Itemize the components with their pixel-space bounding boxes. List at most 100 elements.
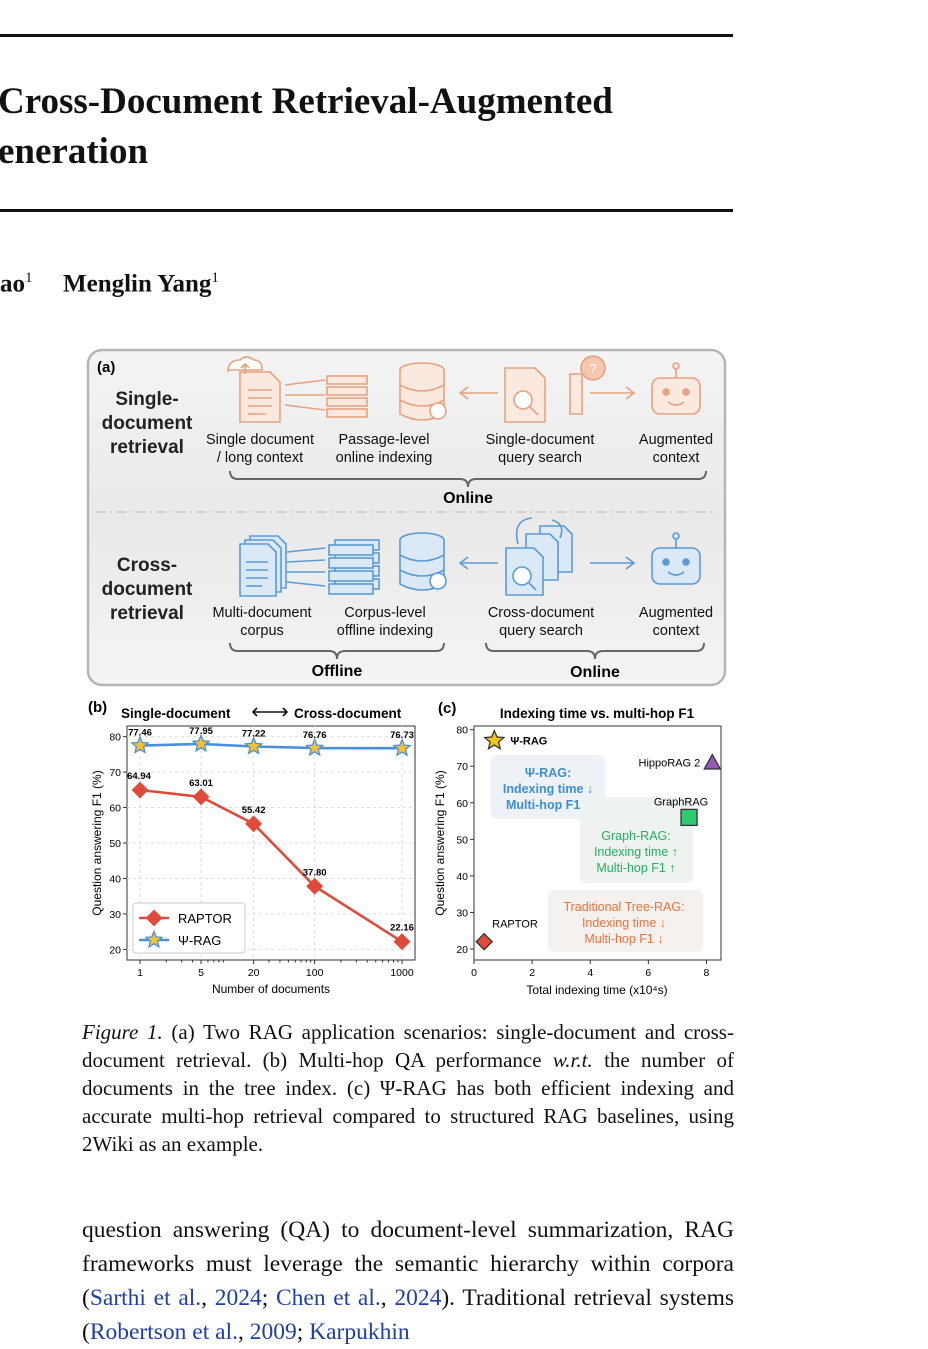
figure-1: (a) Single- document retrieval Cross- do… <box>86 348 727 997</box>
y-tick-label: 40 <box>109 873 121 885</box>
cross-heading-line: Cross- <box>117 555 177 576</box>
data-point <box>305 737 325 757</box>
author-name: Menglin Yang <box>63 270 212 298</box>
citation-link[interactable]: Chen et al. <box>275 1285 381 1311</box>
y-tick-label: 80 <box>456 725 468 737</box>
data-point <box>243 736 264 755</box>
data-point <box>306 877 324 895</box>
y-tick-label: 50 <box>109 838 121 850</box>
double-arrow-icon <box>251 707 289 717</box>
chart-b-xlabel: Number of documents <box>212 982 330 996</box>
chart-c-title: Indexing time vs. multi-hop F1 <box>500 706 695 721</box>
y-tick-label: 20 <box>456 944 468 956</box>
data-label: 64.94 <box>127 771 151 782</box>
data-label: 77.95 <box>189 726 213 737</box>
point-label: Ψ-RAG <box>510 736 547 748</box>
caption-label: Figure 1. <box>82 1020 163 1044</box>
single-step-label: Single-document <box>486 432 595 448</box>
y-tick-label: 70 <box>456 761 468 773</box>
data-point <box>483 728 506 751</box>
search-document-icon <box>504 355 606 423</box>
single-brace-label: Online <box>443 490 493 507</box>
data-point <box>245 815 263 833</box>
arrow-bundle-icon <box>286 547 326 587</box>
x-tick-label: 20 <box>248 967 260 979</box>
author-affiliation: 1 <box>211 270 219 286</box>
cross-heading-line: document <box>102 579 193 600</box>
paper-title-line-2: eneration <box>0 131 149 172</box>
cross-brace-label-right: Online <box>570 664 620 681</box>
citation-separator: , <box>237 1319 250 1345</box>
single-step-label: query search <box>498 450 582 466</box>
citation-link[interactable]: 2009 <box>249 1319 297 1345</box>
panel-b-label: (b) <box>88 699 107 716</box>
database-icon <box>399 362 447 421</box>
database-icon <box>399 532 447 591</box>
cross-step-label: Corpus-level <box>344 605 425 621</box>
cross-step-label: context <box>653 623 700 639</box>
point-label: HippoRAG 2 <box>639 758 701 770</box>
data-point <box>131 781 149 799</box>
cross-step-label: Augmented <box>639 605 713 621</box>
title-bottom-rule <box>0 209 733 212</box>
citation-separator: , <box>380 1285 395 1311</box>
data-label: 55.42 <box>242 805 266 816</box>
cross-step-label: corpus <box>240 623 284 639</box>
y-tick-label: 50 <box>456 834 468 846</box>
annotation-text: Indexing time ↑ <box>594 845 678 859</box>
y-tick-label: 20 <box>109 944 121 956</box>
citation-link[interactable]: Robertson et al. <box>89 1319 238 1345</box>
citation-link[interactable]: Karpukhin <box>309 1319 410 1345</box>
citation-separator: ; <box>261 1285 276 1311</box>
single-step-label: Augmented <box>639 432 713 448</box>
data-point <box>192 788 210 806</box>
y-tick-label: 70 <box>109 767 121 779</box>
passages-icon <box>326 375 368 418</box>
single-step-label: online indexing <box>336 450 433 466</box>
caption-wrt: w.r.t. <box>552 1048 593 1072</box>
cross-brace-label-left: Offline <box>312 663 363 680</box>
documents-stack-icon <box>239 535 287 597</box>
x-tick-label: 100 <box>306 967 324 979</box>
arrow-left-icon <box>458 386 498 400</box>
x-tick-label: 5 <box>198 967 204 979</box>
data-label: 76.76 <box>303 730 327 741</box>
annotation-text: Multi-hop F1 ↑ <box>596 861 675 875</box>
chart-b: (b) Single-document Cross-document 77.46… <box>88 699 416 996</box>
annotation-text: Multi-hop F1 ↑ <box>506 798 590 812</box>
legend-label: RAPTOR <box>178 911 232 926</box>
online-brace <box>485 642 705 660</box>
annotation-text: Multi-hop F1 ↓ <box>584 932 663 946</box>
y-tick-label: 40 <box>456 871 468 883</box>
single-heading-line: retrieval <box>110 437 184 458</box>
single-step-label: Single document <box>206 432 314 448</box>
point-label: GraphRAG <box>654 796 708 808</box>
annotation-text: Graph-RAG: <box>601 829 670 843</box>
document-icon <box>227 356 281 423</box>
robot-icon <box>651 532 701 585</box>
cross-step-label: Cross-document <box>488 605 594 621</box>
annotation-text: Ψ-RAG: <box>525 766 571 780</box>
single-heading-line: document <box>102 413 193 434</box>
figure-caption: Figure 1. (a) Two RAG application scenar… <box>82 1018 734 1158</box>
cross-search-documents-icon <box>505 517 573 596</box>
single-step-label: Passage-level <box>338 432 429 448</box>
single-step-label: / long context <box>217 450 303 466</box>
body-text: ). Traditional retrieval systems ( <box>82 1285 735 1345</box>
data-label: 77.22 <box>242 728 266 739</box>
data-label: 63.01 <box>189 778 213 789</box>
data-point <box>393 933 411 951</box>
legend-marker <box>144 929 164 949</box>
author-line: ao1 Menglin Yang1 <box>0 270 219 298</box>
citation-link[interactable]: 2024 <box>214 1285 262 1311</box>
citation-link[interactable]: Sarthi et al. <box>89 1285 202 1311</box>
x-tick-label: 0 <box>471 967 477 979</box>
x-tick-label: 1000 <box>390 967 414 979</box>
data-point <box>680 808 698 827</box>
citation-link[interactable]: 2024 <box>394 1285 442 1311</box>
chart-b-title-right: Cross-document <box>294 706 402 721</box>
chart-b-title-left: Single-document <box>121 706 231 721</box>
arrow-right-icon <box>590 556 636 570</box>
legend-label: Ψ-RAG <box>178 933 221 948</box>
y-tick-label: 30 <box>109 909 121 921</box>
